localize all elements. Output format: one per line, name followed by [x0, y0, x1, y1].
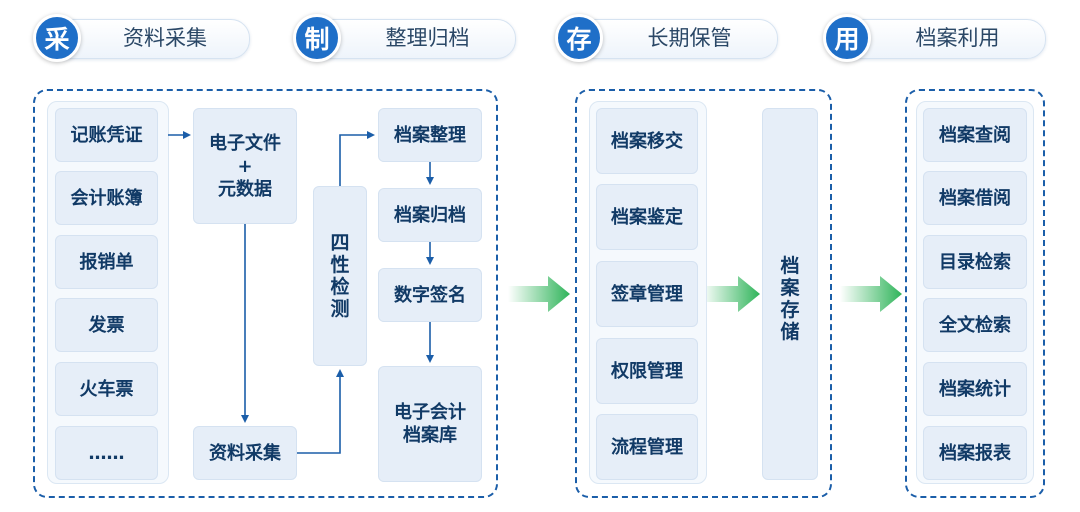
electronic-file-box: 电子文件 + 元数据: [193, 108, 297, 224]
source-reimbursement: 报销单: [55, 235, 158, 289]
stage-label-collect: 资料采集: [123, 26, 207, 50]
archive-storage-char2: 案: [780, 277, 800, 299]
stage-label-organize: 整理归档: [385, 26, 470, 50]
line-check-to-sort: [339, 131, 375, 186]
four-check-box: 四 性 检 测: [313, 186, 367, 366]
four-check-char4: 测: [330, 298, 350, 320]
organize-step-file: 档案归档: [378, 188, 482, 242]
stage-label-use: 档案利用: [915, 26, 1000, 50]
store-step-seal: 签章管理: [596, 261, 698, 327]
use-item-catalog-search: 目录检索: [923, 235, 1027, 289]
use-item-borrow: 档案借阅: [923, 171, 1027, 225]
stage-badge-store: 存: [555, 14, 603, 62]
flow-arrow-2: [702, 276, 760, 312]
use-group: [905, 89, 1045, 498]
stage-label-store: 长期保管: [647, 26, 732, 50]
source-voucher: 记账凭证: [55, 108, 158, 162]
archive-library-line2: 档案库: [403, 425, 457, 446]
archive-storage-char4: 储: [780, 321, 800, 343]
gather-box: 资料采集: [193, 426, 297, 480]
stage-badge-collect: 采: [33, 14, 81, 62]
organize-step-sort: 档案整理: [378, 108, 482, 162]
store-step-appraise: 档案鉴定: [596, 184, 698, 250]
flow-arrow-3: [840, 276, 902, 312]
source-column: [47, 101, 169, 484]
use-item-fulltext-search: 全文检索: [923, 298, 1027, 352]
four-check-char1: 四: [330, 232, 350, 254]
store-step-transfer: 档案移交: [596, 108, 698, 174]
stage-badge-organize: 制: [293, 14, 341, 62]
store-step-workflow: 流程管理: [596, 414, 698, 480]
use-item-report: 档案报表: [923, 426, 1027, 480]
source-ledger: 会计账簿: [55, 171, 158, 225]
source-invoice: 发票: [55, 298, 158, 352]
source-train-ticket: 火车票: [55, 362, 158, 416]
archive-storage-char1: 档: [780, 255, 800, 277]
store-group: [575, 89, 832, 498]
four-check-char3: 检: [330, 276, 350, 298]
stage-badge-use: 用: [823, 14, 871, 62]
use-item-view: 档案查阅: [923, 108, 1027, 162]
store-step-permission: 权限管理: [596, 338, 698, 404]
line-gather-to-check: [297, 369, 344, 454]
archive-storage-box: 档 案 存 储: [762, 108, 818, 480]
flow-arrow-1: [508, 276, 570, 312]
source-more: ……: [55, 426, 158, 480]
collect-organize-group: [33, 89, 498, 498]
use-item-statistics: 档案统计: [923, 362, 1027, 416]
use-column: [916, 101, 1034, 484]
archive-storage-char3: 存: [780, 299, 800, 321]
archive-library-box: 电子会计 档案库: [378, 366, 482, 482]
electronic-file-plus: +: [237, 155, 253, 177]
electronic-file-line3: 元数据: [218, 178, 272, 200]
organize-step-sign: 数字签名: [378, 268, 482, 322]
electronic-file-line1: 电子文件: [209, 132, 281, 154]
archive-library-line1: 电子会计: [394, 402, 466, 423]
four-check-char2: 性: [330, 254, 350, 276]
